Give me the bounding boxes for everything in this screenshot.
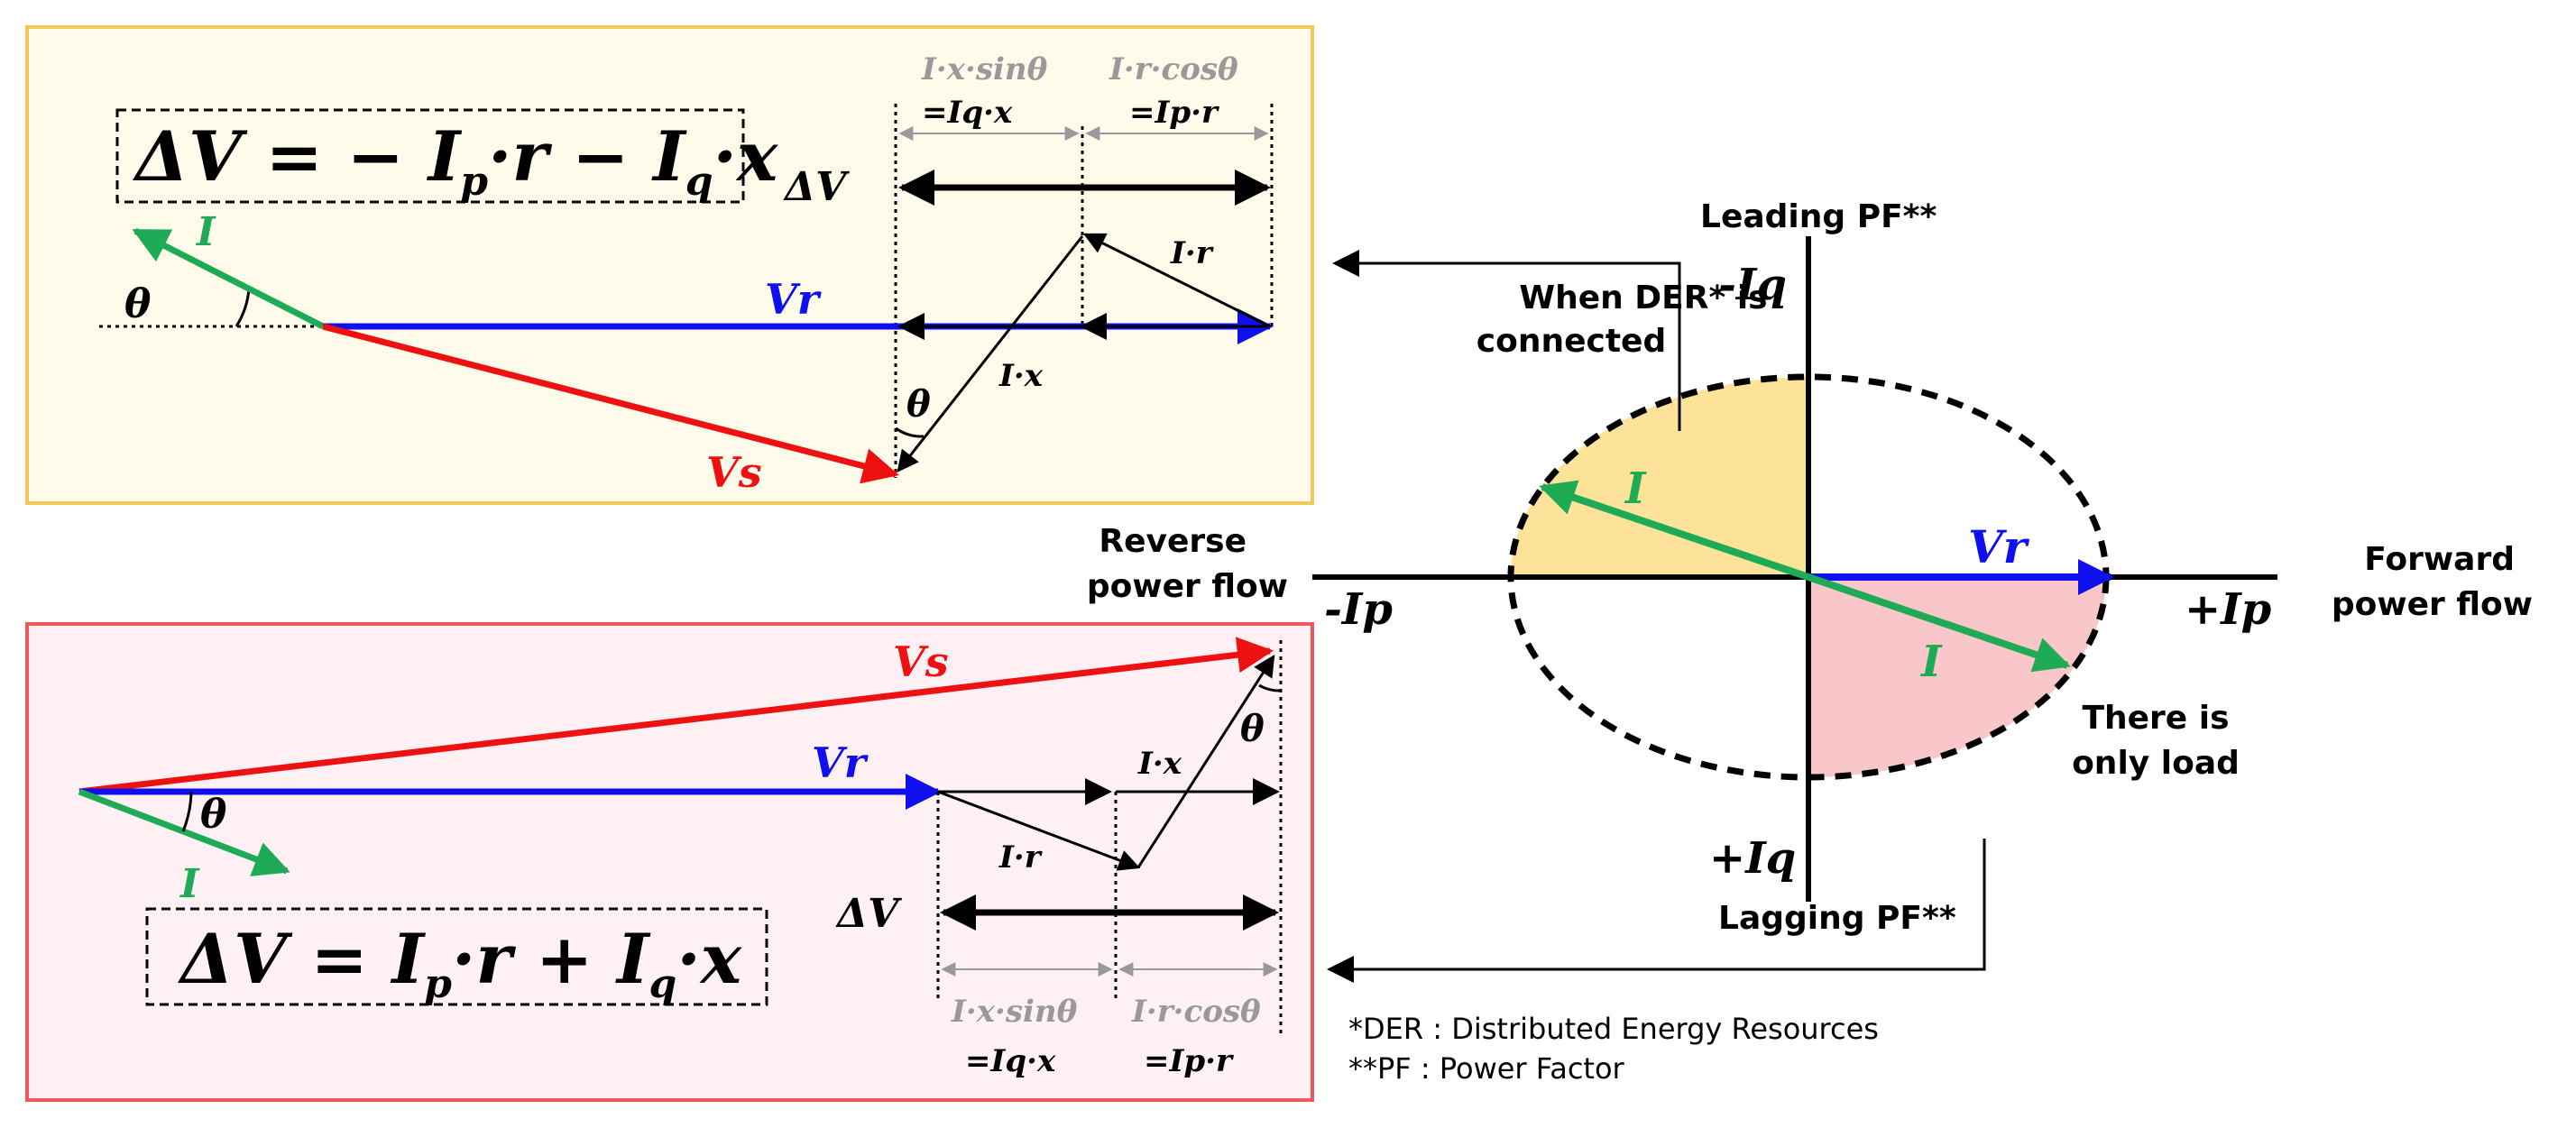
der-connected-line2: connected [1477,323,1666,360]
pos-iq-label: +Iq [1709,833,1796,884]
top-vs-vector [322,323,899,484]
top-dim-label-2-top: I·r·cosθ [1109,51,1238,87]
bottom-dim-label-2-top: I·r·cosθ [1131,994,1261,1030]
top-formula-box [115,108,745,204]
top-current-vector [132,227,325,330]
der-connected-line1: When DER* is [1519,280,1767,316]
top-ix-vector [897,235,1084,472]
leading-quadrant-fill [1511,377,1808,577]
lagging-pf-label: Lagging PF** [1718,900,1956,937]
only-load-line1: There is [2082,700,2229,737]
lagging-pf-panel: Vs Vr I θ I·r I·x θ ΔV I·x·sinθ I·r·cosθ… [25,622,1314,1102]
quadrant-current-lagging-label: I [1919,637,1943,687]
bottom-theta2-arc [1258,683,1282,692]
top-current-label: I [195,209,216,255]
top-ir-vector [1082,233,1271,328]
top-theta-label: θ [124,281,152,327]
forward-flow-line1: Forward [2364,541,2515,578]
top-vs-label: Vs [706,448,762,497]
top-vr-label: Vr [765,275,823,324]
bottom-vs-vector [78,637,1274,795]
reverse-flow-line2: power flow [1087,568,1288,605]
leading-pf-label: Leading PF** [1700,198,1937,235]
top-formula: ΔV = − Ip·r − Iq·x [132,116,779,205]
bottom-dim-label-1-bottom: =Iq·x [965,1043,1056,1079]
bottom-ix-vector [1136,654,1275,868]
quadrant-current-leading [1539,480,1810,581]
top-theta2-arc [895,426,925,438]
bottom-ix-label: I·x [1137,746,1182,782]
neg-iq-label: -Iq [1718,260,1787,310]
top-dim-label-2-bottom: =Ip·r [1129,95,1219,131]
bottom-dim-label-2-bottom: =Ip·r [1144,1043,1234,1079]
bottom-theta-label: θ [200,792,227,838]
bottom-dim-label-1-top: I·x·sinθ [951,994,1078,1030]
bottom-formula: ΔV = Ip·r + Iq·x [177,919,743,1007]
bottom-vs-label: Vs [893,637,949,686]
top-ix-label: I·x [998,358,1044,394]
quadrant-vr-label: Vr [1968,520,2030,573]
leading-pf-panel: ΔV = − Ip·r − Iq·x I·x·sinθ I·r·cosθ =Iq… [25,25,1314,505]
top-dim-label-1-bottom: =Iq·x [922,95,1013,131]
top-panel-frame [25,25,1314,505]
top-theta2-label: θ [906,383,931,426]
neg-ip-label: -Ip [1324,584,1393,635]
bottom-delta-v-label: ΔV [835,891,902,937]
top-dim-label-1-top: I·x·sinθ [921,51,1048,87]
lagging-quadrant-fill [1808,577,2106,777]
only-load-line2: only load [2072,745,2240,782]
top-ir-label: I·r [1170,235,1214,271]
der-connector-arrow [1332,250,1681,431]
pos-ip-label: +Ip [2185,584,2271,635]
footnote-der: *DER : Distributed Energy Resources [1348,1012,1879,1046]
bottom-panel-frame [25,622,1314,1102]
bottom-formula-box [145,907,768,1006]
footnote-pf: **PF : Power Factor [1348,1051,1625,1086]
bottom-current-label: I [179,861,200,907]
load-connector-arrow [1327,839,1986,983]
bottom-ir-label: I·r [998,839,1043,876]
quadrant-current-lagging [1807,573,2071,673]
reverse-flow-line1: Reverse [1099,523,1247,560]
quadrant-current-leading-label: I [1624,463,1647,514]
bottom-ir-vector [937,790,1141,871]
bottom-theta-arc [181,791,193,832]
bottom-vr-label: Vr [812,738,869,787]
pf-quadrant-diagram: Vr I I -Iq +Iq -Ip +Ip Leading PF** Lagg… [1087,198,2533,983]
top-delta-v-label: ΔV [783,164,850,210]
forward-flow-line2: power flow [2332,586,2533,623]
bottom-theta2-label: θ [1240,708,1265,750]
